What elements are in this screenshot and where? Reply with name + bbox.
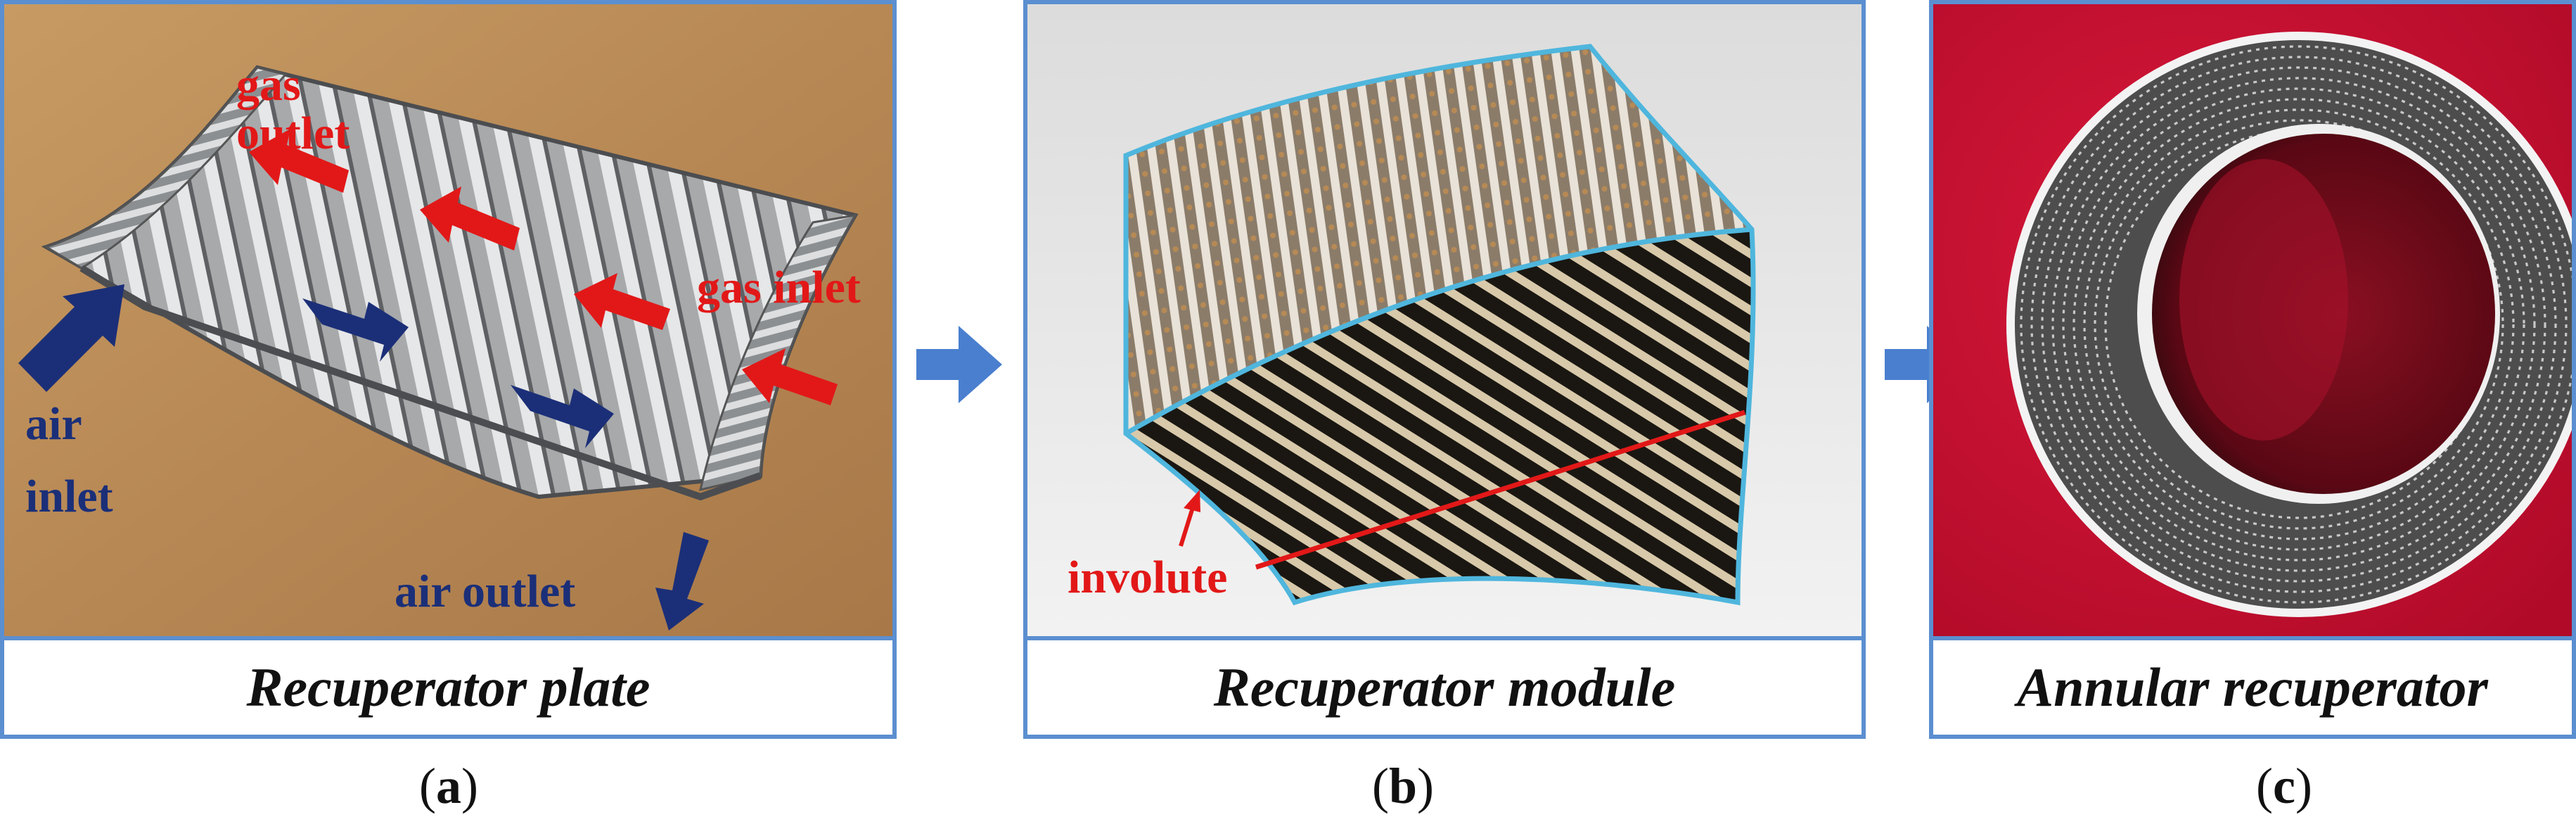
sub-label-a: (a) (419, 758, 478, 814)
label-gas-inlet: gas inlet (697, 262, 861, 313)
gas-arrow (742, 348, 838, 405)
panel-c: Annular recuperator (1929, 0, 2576, 739)
label-air-inlet: air inlet (25, 398, 113, 523)
annular-recuperator-photo (1933, 4, 2572, 636)
gas-arrow (574, 273, 670, 330)
caption-recuperator-module: Recuperator module (1027, 636, 1861, 735)
flow-arrows-a (18, 129, 838, 630)
sub-label-b: (b) (1371, 758, 1434, 814)
panel-a: Recuperator plate gas outlet gas inle (0, 0, 897, 739)
label-involute: involute (1068, 552, 1228, 603)
caption-annular-recuperator: Annular recuperator (1933, 636, 2572, 735)
air-arrow (655, 532, 709, 630)
air-arrow (511, 385, 614, 448)
label-air-outlet: air outlet (395, 566, 576, 617)
air-arrow (302, 298, 409, 362)
gas-arrow (249, 129, 349, 193)
connector-arrow-ab (916, 326, 1002, 403)
recuperator-module-photo (1027, 4, 1861, 636)
panel-b: involute Recuperator module (1023, 0, 1866, 739)
connector-arrow-bc (1885, 326, 1971, 403)
air-arrow (18, 284, 124, 392)
label-gas-outlet: gas outlet (236, 59, 350, 160)
caption-recuperator-plate: Recuperator plate (4, 636, 892, 735)
gas-arrow (420, 186, 520, 251)
sub-label-c: (c) (2256, 758, 2312, 814)
recuperator-plate-photo (4, 4, 892, 636)
